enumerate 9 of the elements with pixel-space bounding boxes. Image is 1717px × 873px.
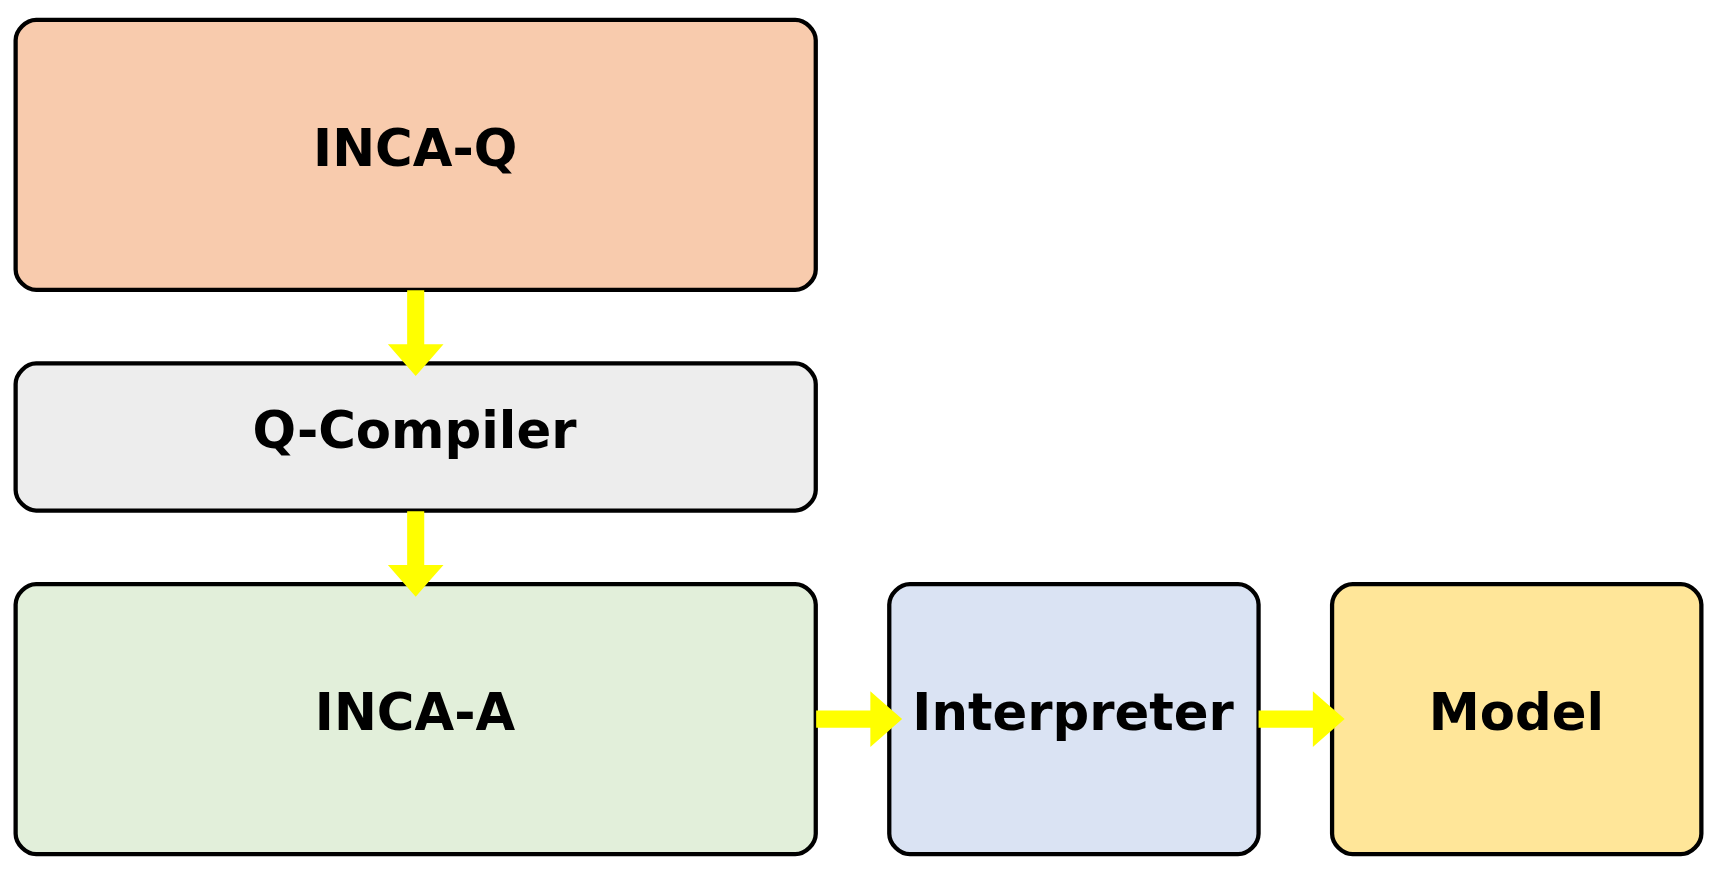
arrow	[816, 690, 903, 747]
arrow	[387, 289, 444, 376]
node-box: Model	[1329, 581, 1704, 856]
arrow	[1258, 690, 1345, 747]
node-box: Q-Compiler	[13, 360, 818, 513]
arrow	[387, 510, 444, 597]
node-box: Interpreter	[887, 581, 1261, 856]
node-box: INCA-A	[13, 581, 818, 856]
node-box: INCA-Q	[13, 17, 818, 292]
